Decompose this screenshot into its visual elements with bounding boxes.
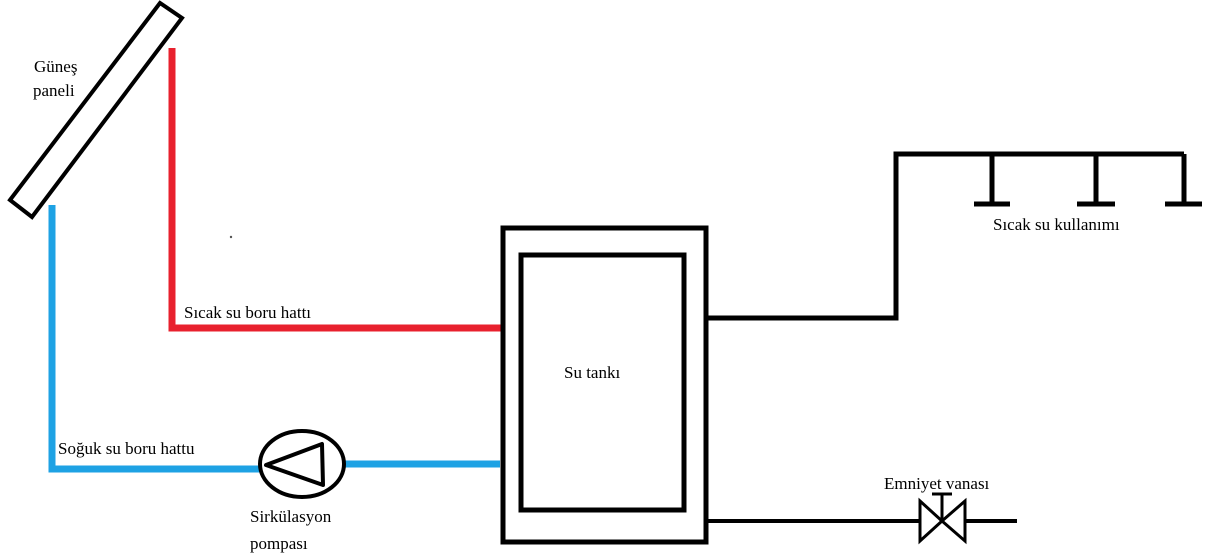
hot-water-outlet-pipe xyxy=(706,151,1184,321)
solar-panel-label-line1: Güneş xyxy=(34,57,77,76)
tap-2 xyxy=(1077,154,1115,207)
stray-dot xyxy=(229,235,233,239)
tap-1 xyxy=(974,154,1010,207)
tank-label: Su tankı xyxy=(564,363,620,382)
hot-water-taps xyxy=(974,154,1202,207)
hot-water-pipe xyxy=(168,48,502,332)
hot-use-label: Sıcak su kullanımı xyxy=(993,215,1120,234)
solar-panel xyxy=(7,0,185,220)
pump-label-line1: Sirkülasyon xyxy=(250,507,332,526)
hot-pipe-label: Sıcak su boru hattı xyxy=(184,303,311,322)
tap-3 xyxy=(1165,154,1202,207)
water-tank xyxy=(500,225,709,545)
solar-panel-label-line2: paneli xyxy=(33,81,75,100)
safety-valve-label: Emniyet vanası xyxy=(884,474,990,493)
pump-label-line2: pompası xyxy=(250,534,308,553)
safety-valve xyxy=(918,492,967,545)
cold-water-pipe-left xyxy=(48,205,260,473)
circulation-pump xyxy=(258,429,346,499)
cold-pipe-label: Soğuk su boru hattu xyxy=(58,439,195,458)
